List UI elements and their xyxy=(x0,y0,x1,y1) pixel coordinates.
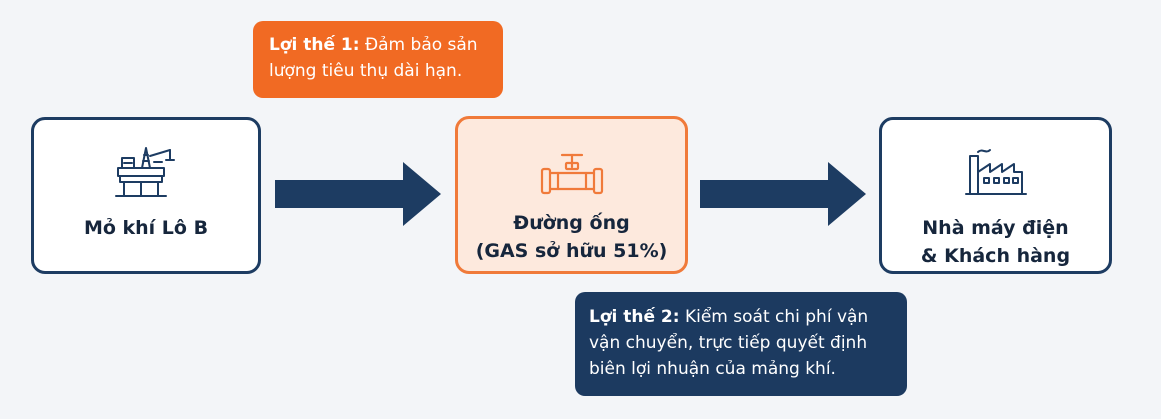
callout-advantage-2: Lợi thế 2: Kiểm soát chi phí vận vận chu… xyxy=(575,222,907,396)
callout-2-text-line1: Kiểm soát chi phí vận xyxy=(684,307,869,327)
node-pipeline-label-line1: Đường ống xyxy=(513,212,630,234)
node-gas-field-label: Mỏ khí Lô B xyxy=(83,217,209,239)
node-power-plant-customers: Nhà máy điện & Khách hàng xyxy=(879,117,1112,274)
callout-1-text-line1: Đảm bảo sản xyxy=(364,35,478,55)
node-customer-label-line1: Nhà máy điện xyxy=(922,217,1069,239)
callout-advantage-1: Lợi thế 1: Đảm bảo sản lượng tiêu thụ dà… xyxy=(253,21,503,166)
callout-1-heading: Lợi thế 1: xyxy=(269,35,360,55)
node-pipeline-label-line2: (GAS sở hữu 51%) xyxy=(475,240,668,262)
factory-icon xyxy=(960,146,1032,202)
callout-2-heading: Lợi thế 2: xyxy=(589,307,680,327)
node-pipeline: Đường ống (GAS sở hữu 51%) xyxy=(455,116,688,274)
callout-1-text-line2: lượng tiêu thụ dài hạn. xyxy=(269,61,463,81)
flow-arrow-1 xyxy=(275,162,441,226)
node-customer-label-line2: & Khách hàng xyxy=(920,245,1071,267)
node-gas-field: Mỏ khí Lô B xyxy=(31,117,261,274)
pipe-valve-icon xyxy=(536,145,608,201)
offshore-platform-icon xyxy=(110,146,182,202)
flow-arrow-2 xyxy=(700,162,866,226)
callout-2-text-line3: biên lợi nhuận của mảng khí. xyxy=(589,359,836,379)
callout-2-text-line2: vận chuyển, trực tiếp quyết định xyxy=(589,333,868,353)
node-power-plant-customers-label: Nhà máy điện & Khách hàng xyxy=(921,214,1070,270)
node-pipeline-label: Đường ống (GAS sở hữu 51%) xyxy=(476,209,668,265)
